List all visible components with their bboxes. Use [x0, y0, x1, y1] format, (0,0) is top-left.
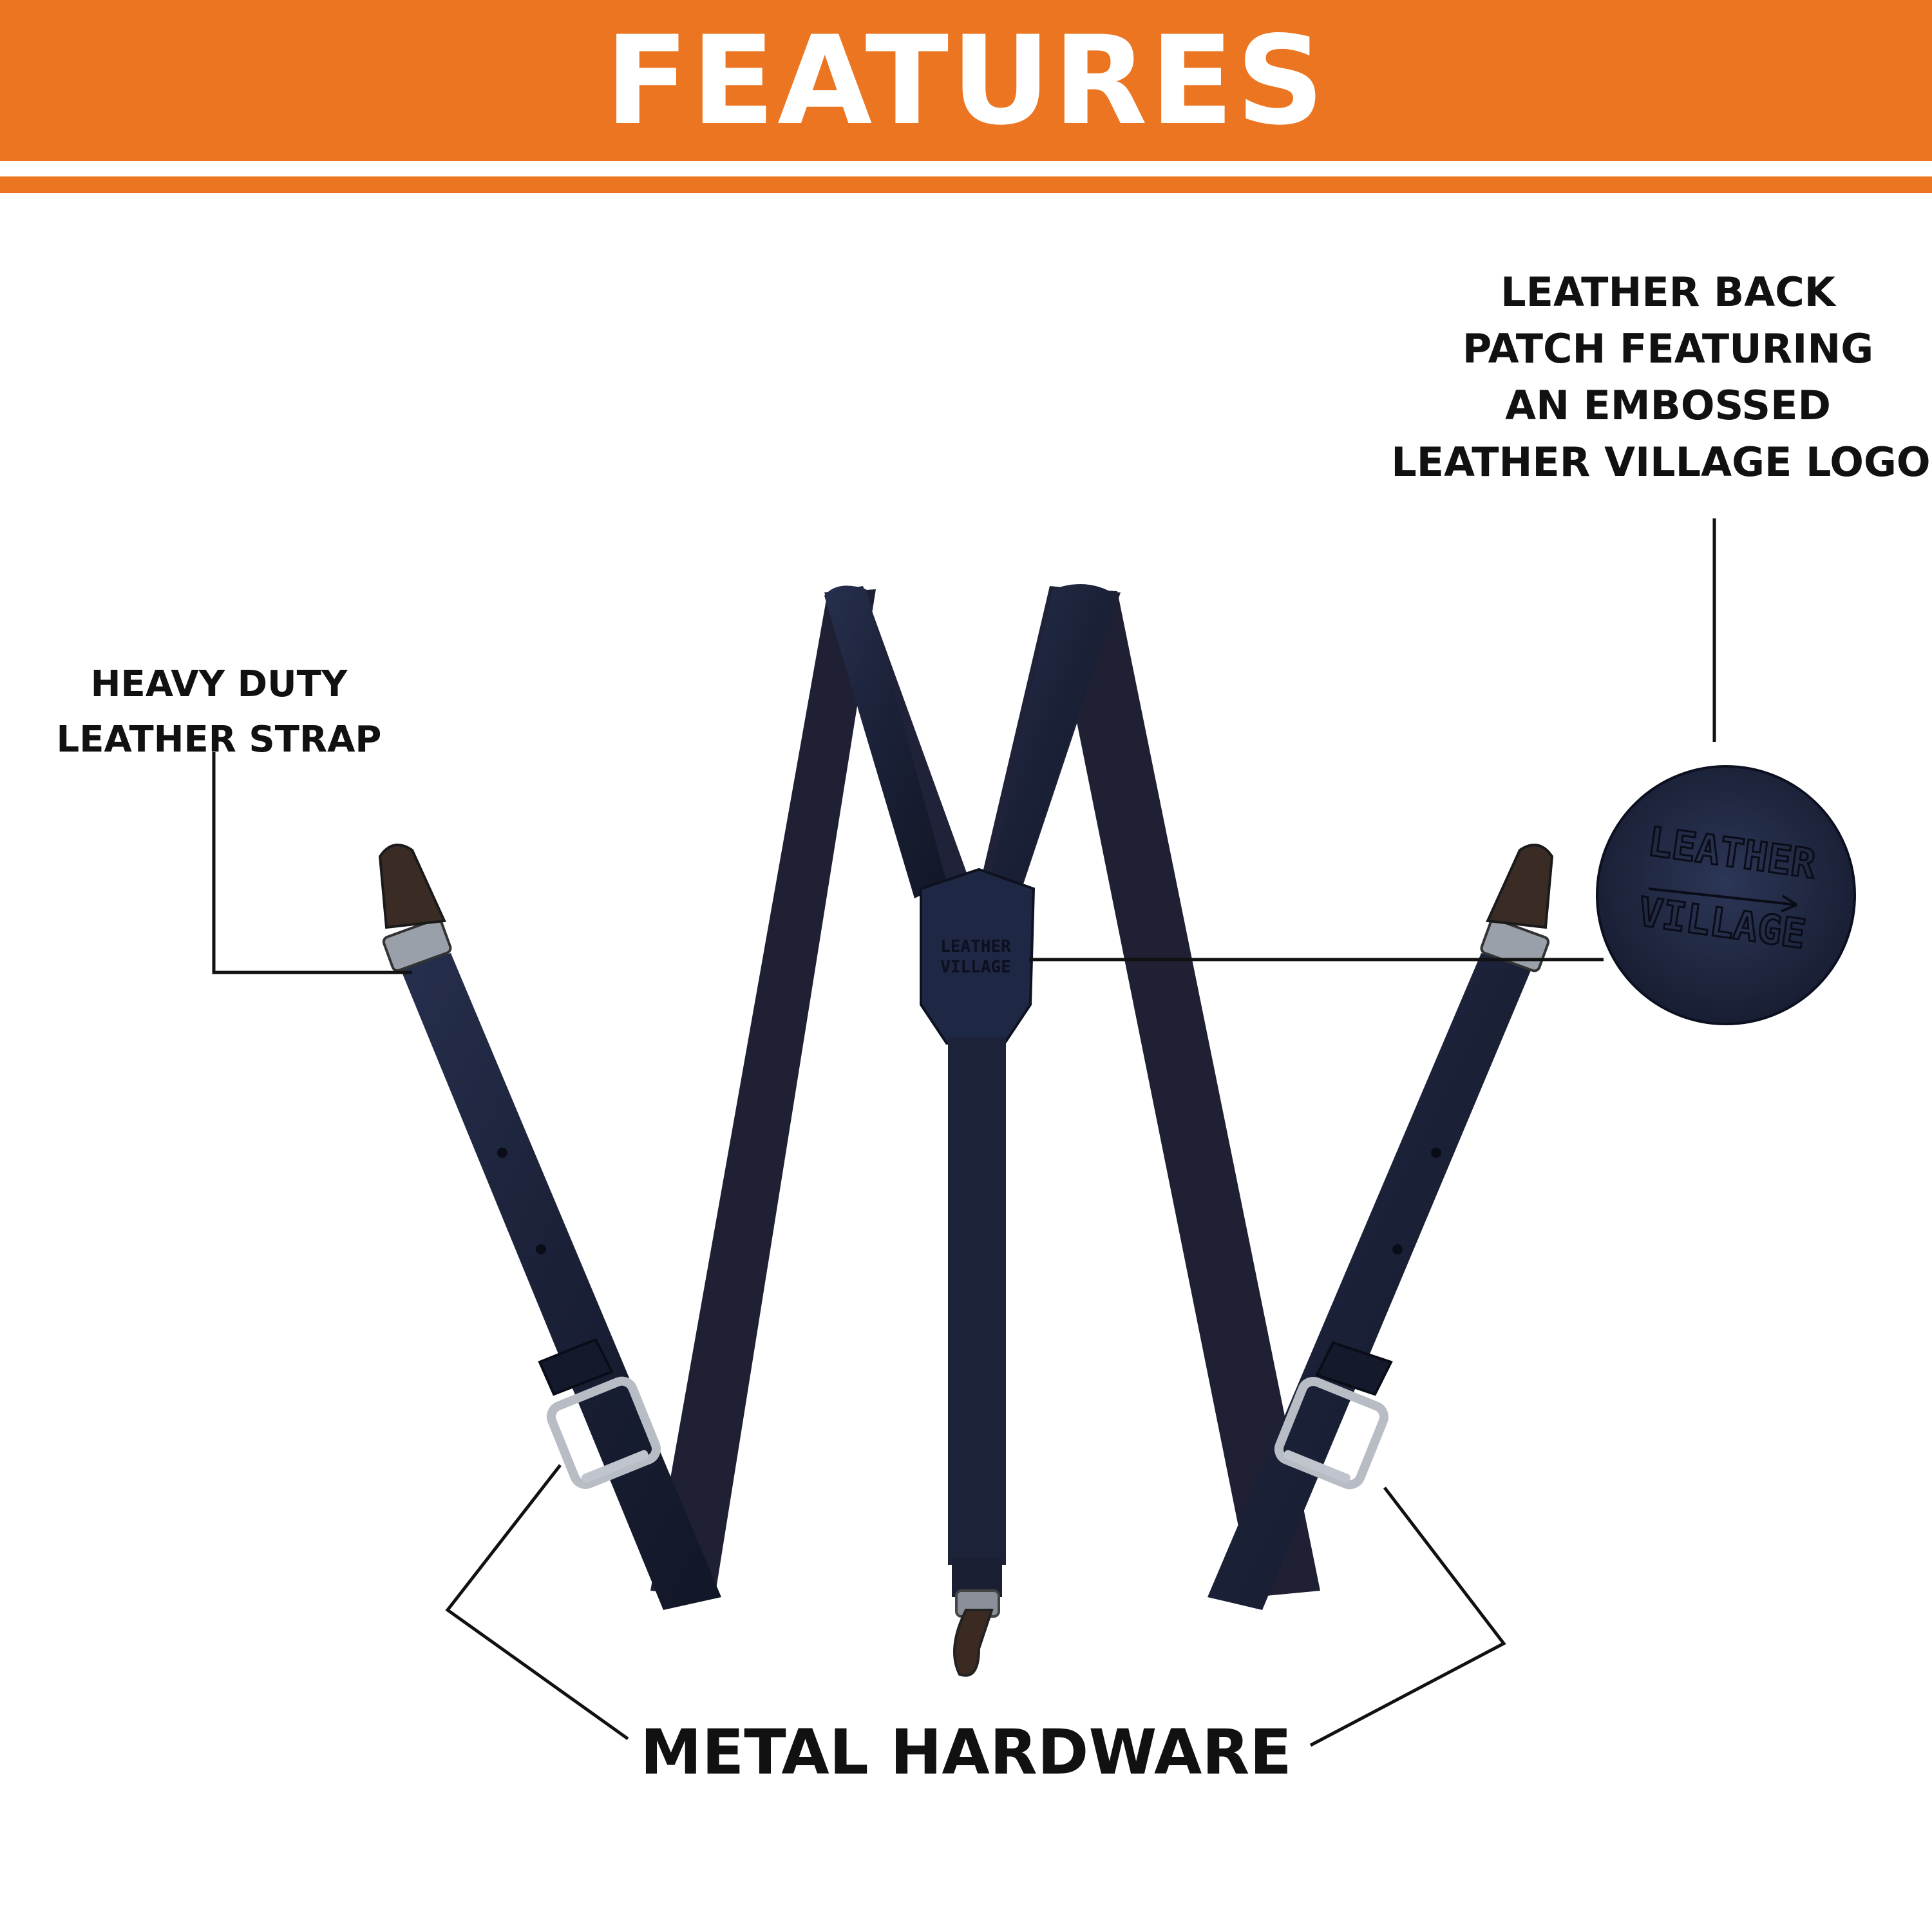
- logo-zoom-circle: LEATHER VILLAGE: [1596, 765, 1856, 1025]
- left-top-clip: [382, 918, 452, 972]
- callout-strap-line: HEAVY DUTY: [90, 663, 348, 705]
- callout-back-patch: LEATHER BACK PATCH FEATURING AN EMBOSSED…: [1391, 264, 1932, 491]
- back-patch: LEATHER VILLAGE: [920, 867, 1036, 1045]
- header-band: [0, 0, 1932, 161]
- patch-logo-line1: LEATHER: [940, 937, 1011, 956]
- right-back-strap: [1050, 587, 1320, 1597]
- right-front-strap: [1208, 844, 1554, 1610]
- back-straps: [650, 584, 1320, 1597]
- callout-strap-line: LEATHER STRAP: [56, 719, 382, 761]
- callout-patch-line: PATCH FEATURING: [1462, 325, 1874, 372]
- page-title: FEATURES: [605, 9, 1327, 152]
- callout-patch-line: LEATHER BACK: [1501, 269, 1835, 316]
- callout-patch-line: AN EMBOSSED: [1505, 382, 1831, 429]
- right-buckle: [1274, 1377, 1388, 1490]
- left-back-strap: [650, 589, 876, 1597]
- header-stripe: [0, 176, 1932, 193]
- hardware-leader-left: [445, 1464, 629, 1741]
- left-front-strap: [378, 844, 721, 1610]
- left-buckle: [546, 1376, 661, 1489]
- patch-logo-line2: VILLAGE: [940, 958, 1011, 977]
- strap-leader-line: [212, 752, 412, 974]
- callout-metal-hardware: METAL HARDWARE: [640, 1716, 1292, 1788]
- leader-lines: [212, 518, 1716, 1747]
- center-strap: [948, 1037, 1006, 1677]
- callout-heavy-duty-strap: HEAVY DUTY LEATHER STRAP: [39, 657, 399, 768]
- callout-patch-line: LEATHER VILLAGE LOGO.: [1391, 439, 1932, 486]
- hardware-leader-right: [1309, 1486, 1506, 1747]
